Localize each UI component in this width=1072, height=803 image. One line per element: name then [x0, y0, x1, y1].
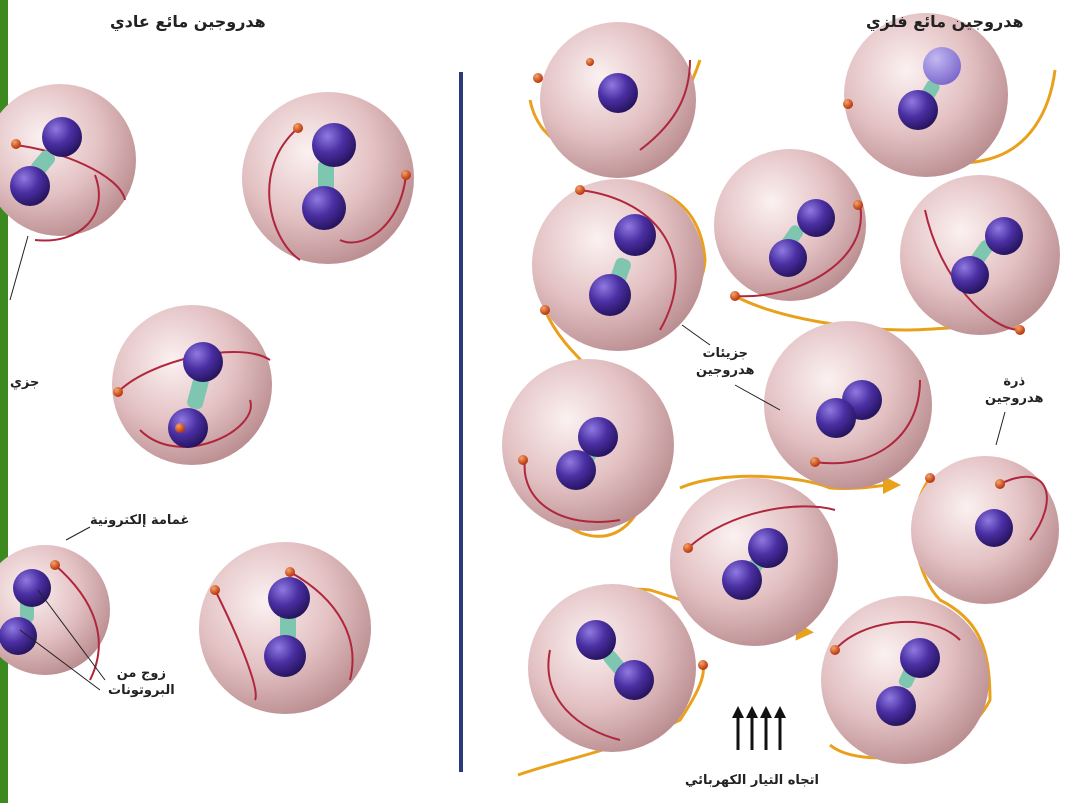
molecule-sphere — [714, 149, 866, 301]
molecule-sphere — [533, 22, 696, 178]
molecule-sphere — [843, 13, 1008, 177]
proton-pair-label: زوج من البروتونات — [108, 665, 175, 699]
current-direction-arrows — [738, 712, 780, 750]
molecule-label-partial: جزي — [10, 374, 39, 391]
molecule-sphere — [112, 305, 272, 465]
molecule-sphere — [764, 321, 932, 489]
hydrogen-atom-label: ذرة هدروجين — [985, 373, 1043, 407]
electron-cloud-label: غمامة إلكترونية — [90, 512, 189, 529]
molecule-sphere — [0, 84, 136, 241]
molecule-sphere — [242, 92, 414, 264]
molecule-sphere — [528, 584, 708, 752]
right-panel-title: هدروجين مائع فلزي — [866, 12, 1024, 31]
hydrogen-molecules-label: جزيئات هدروجين — [696, 345, 754, 379]
molecule-sphere — [199, 542, 371, 714]
molecule-sphere — [502, 359, 674, 531]
molecule-sphere — [821, 596, 989, 764]
molecule-sphere — [900, 175, 1060, 335]
current-direction-label: اتجاه التيار الكهربائي — [685, 772, 819, 789]
left-panel-title: هدروجين مائع عادي — [110, 12, 266, 31]
molecule-sphere — [911, 456, 1059, 604]
molecule-sphere — [670, 478, 838, 646]
molecule-sphere — [532, 179, 704, 351]
